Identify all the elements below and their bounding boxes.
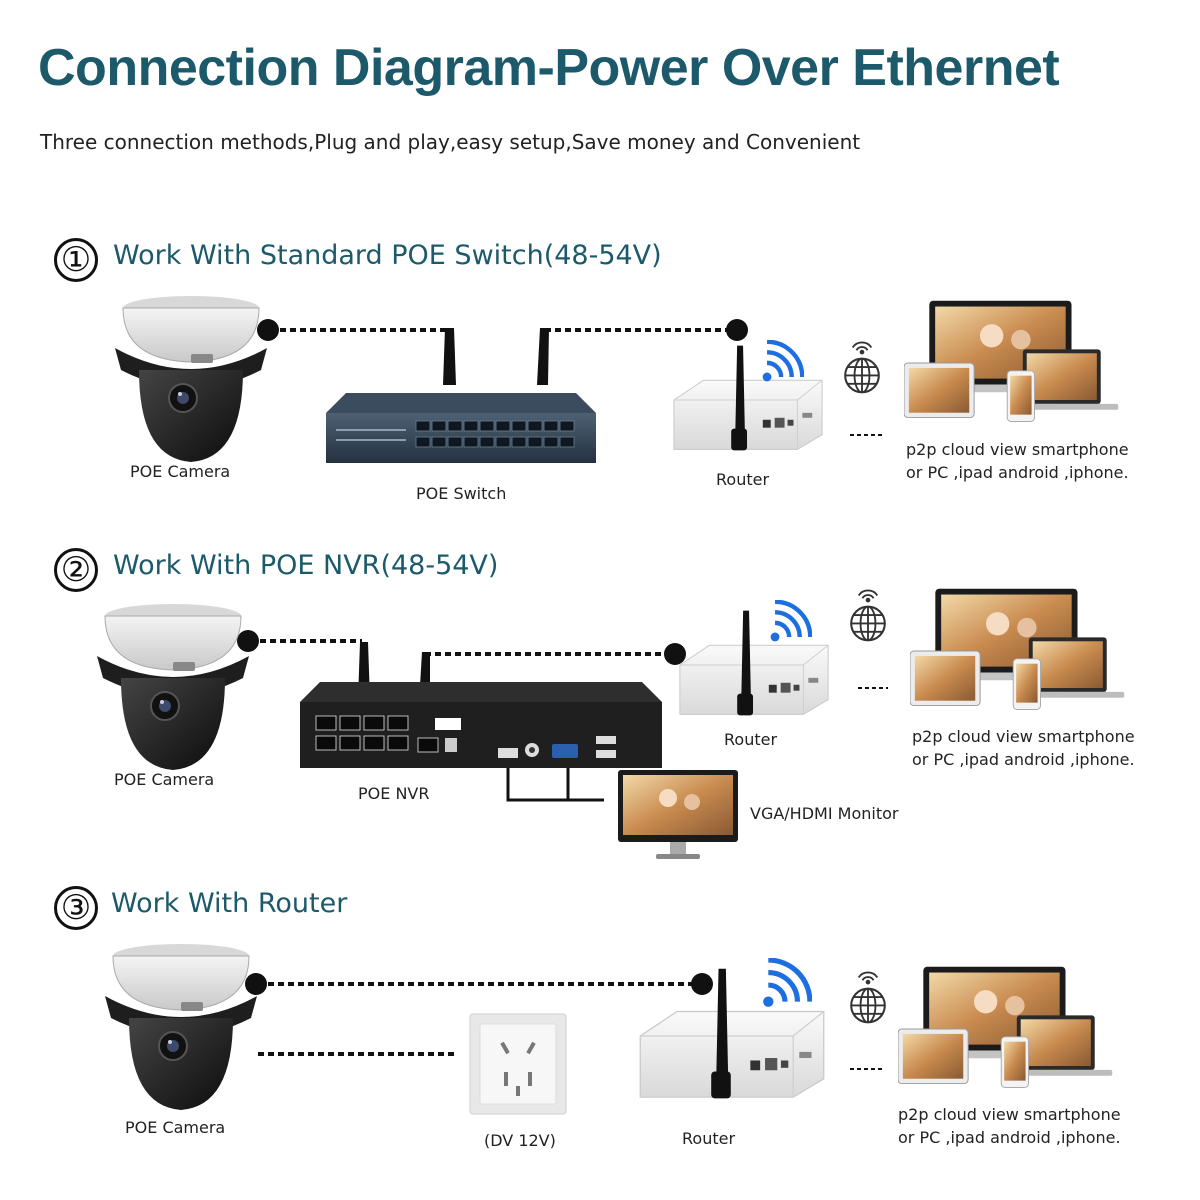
wifi-icon (768, 600, 812, 644)
devices-icon (904, 300, 1119, 422)
device-label-2: POE NVR (358, 784, 430, 803)
p2p-line1: p2p cloud view smartphone (898, 1105, 1121, 1124)
page-subtitle: Three connection methods,Plug and play,e… (40, 130, 861, 154)
monitor-label: VGA/HDMI Monitor (750, 804, 899, 823)
p2p-line2: or PC ,ipad android ,iphone. (898, 1128, 1121, 1147)
page-title: Connection Diagram-Power Over Ethernet (38, 39, 1060, 97)
ptz-camera-icon (95, 602, 251, 772)
globe-icon (850, 971, 886, 1024)
section-title-2: Work With POE NVR(48-54V) (113, 550, 499, 581)
section-number-3: ③ (54, 886, 98, 930)
devices-icon (898, 966, 1113, 1088)
p2p-text-3: p2p cloud view smartphone or PC ,ipad an… (898, 1103, 1121, 1149)
globe-icon (850, 589, 886, 642)
wifi-icon (760, 958, 812, 1010)
router-icon (673, 345, 823, 451)
section-title-1: Work With Standard POE Switch(48-54V) (113, 240, 662, 271)
nvr-icon (300, 642, 662, 768)
p2p-line1: p2p cloud view smartphone (912, 727, 1135, 746)
section-title-3: Work With Router (111, 888, 348, 919)
router-label-2: Router (724, 730, 778, 749)
p2p-line2: or PC ,ipad android ,iphone. (906, 463, 1129, 482)
p2p-line1: p2p cloud view smartphone (906, 440, 1129, 459)
camera-label-1: POE Camera (130, 462, 231, 481)
power-outlet-icon (469, 1013, 567, 1115)
camera-label-2: POE Camera (114, 770, 215, 789)
p2p-text-2: p2p cloud view smartphone or PC ,ipad an… (912, 725, 1135, 771)
router-label-1: Router (716, 470, 770, 489)
globe-icon (844, 341, 880, 394)
device-label-1: POE Switch (416, 484, 507, 503)
ptz-camera-icon (103, 942, 259, 1112)
poe-switch-icon (326, 328, 596, 463)
devices-icon (910, 588, 1125, 710)
monitor-icon (618, 770, 738, 859)
section-number-2: ② (54, 548, 98, 592)
router-icon (679, 610, 829, 716)
p2p-line2: or PC ,ipad android ,iphone. (912, 750, 1135, 769)
section-number-1: ① (54, 238, 98, 282)
camera-label-3: POE Camera (125, 1118, 226, 1137)
wifi-icon (760, 340, 804, 384)
ptz-camera-icon (113, 294, 269, 464)
router-label-3: Router (682, 1129, 736, 1148)
p2p-text-1: p2p cloud view smartphone or PC ,ipad an… (906, 438, 1129, 484)
device-label-3: (DV 12V) (484, 1131, 556, 1150)
